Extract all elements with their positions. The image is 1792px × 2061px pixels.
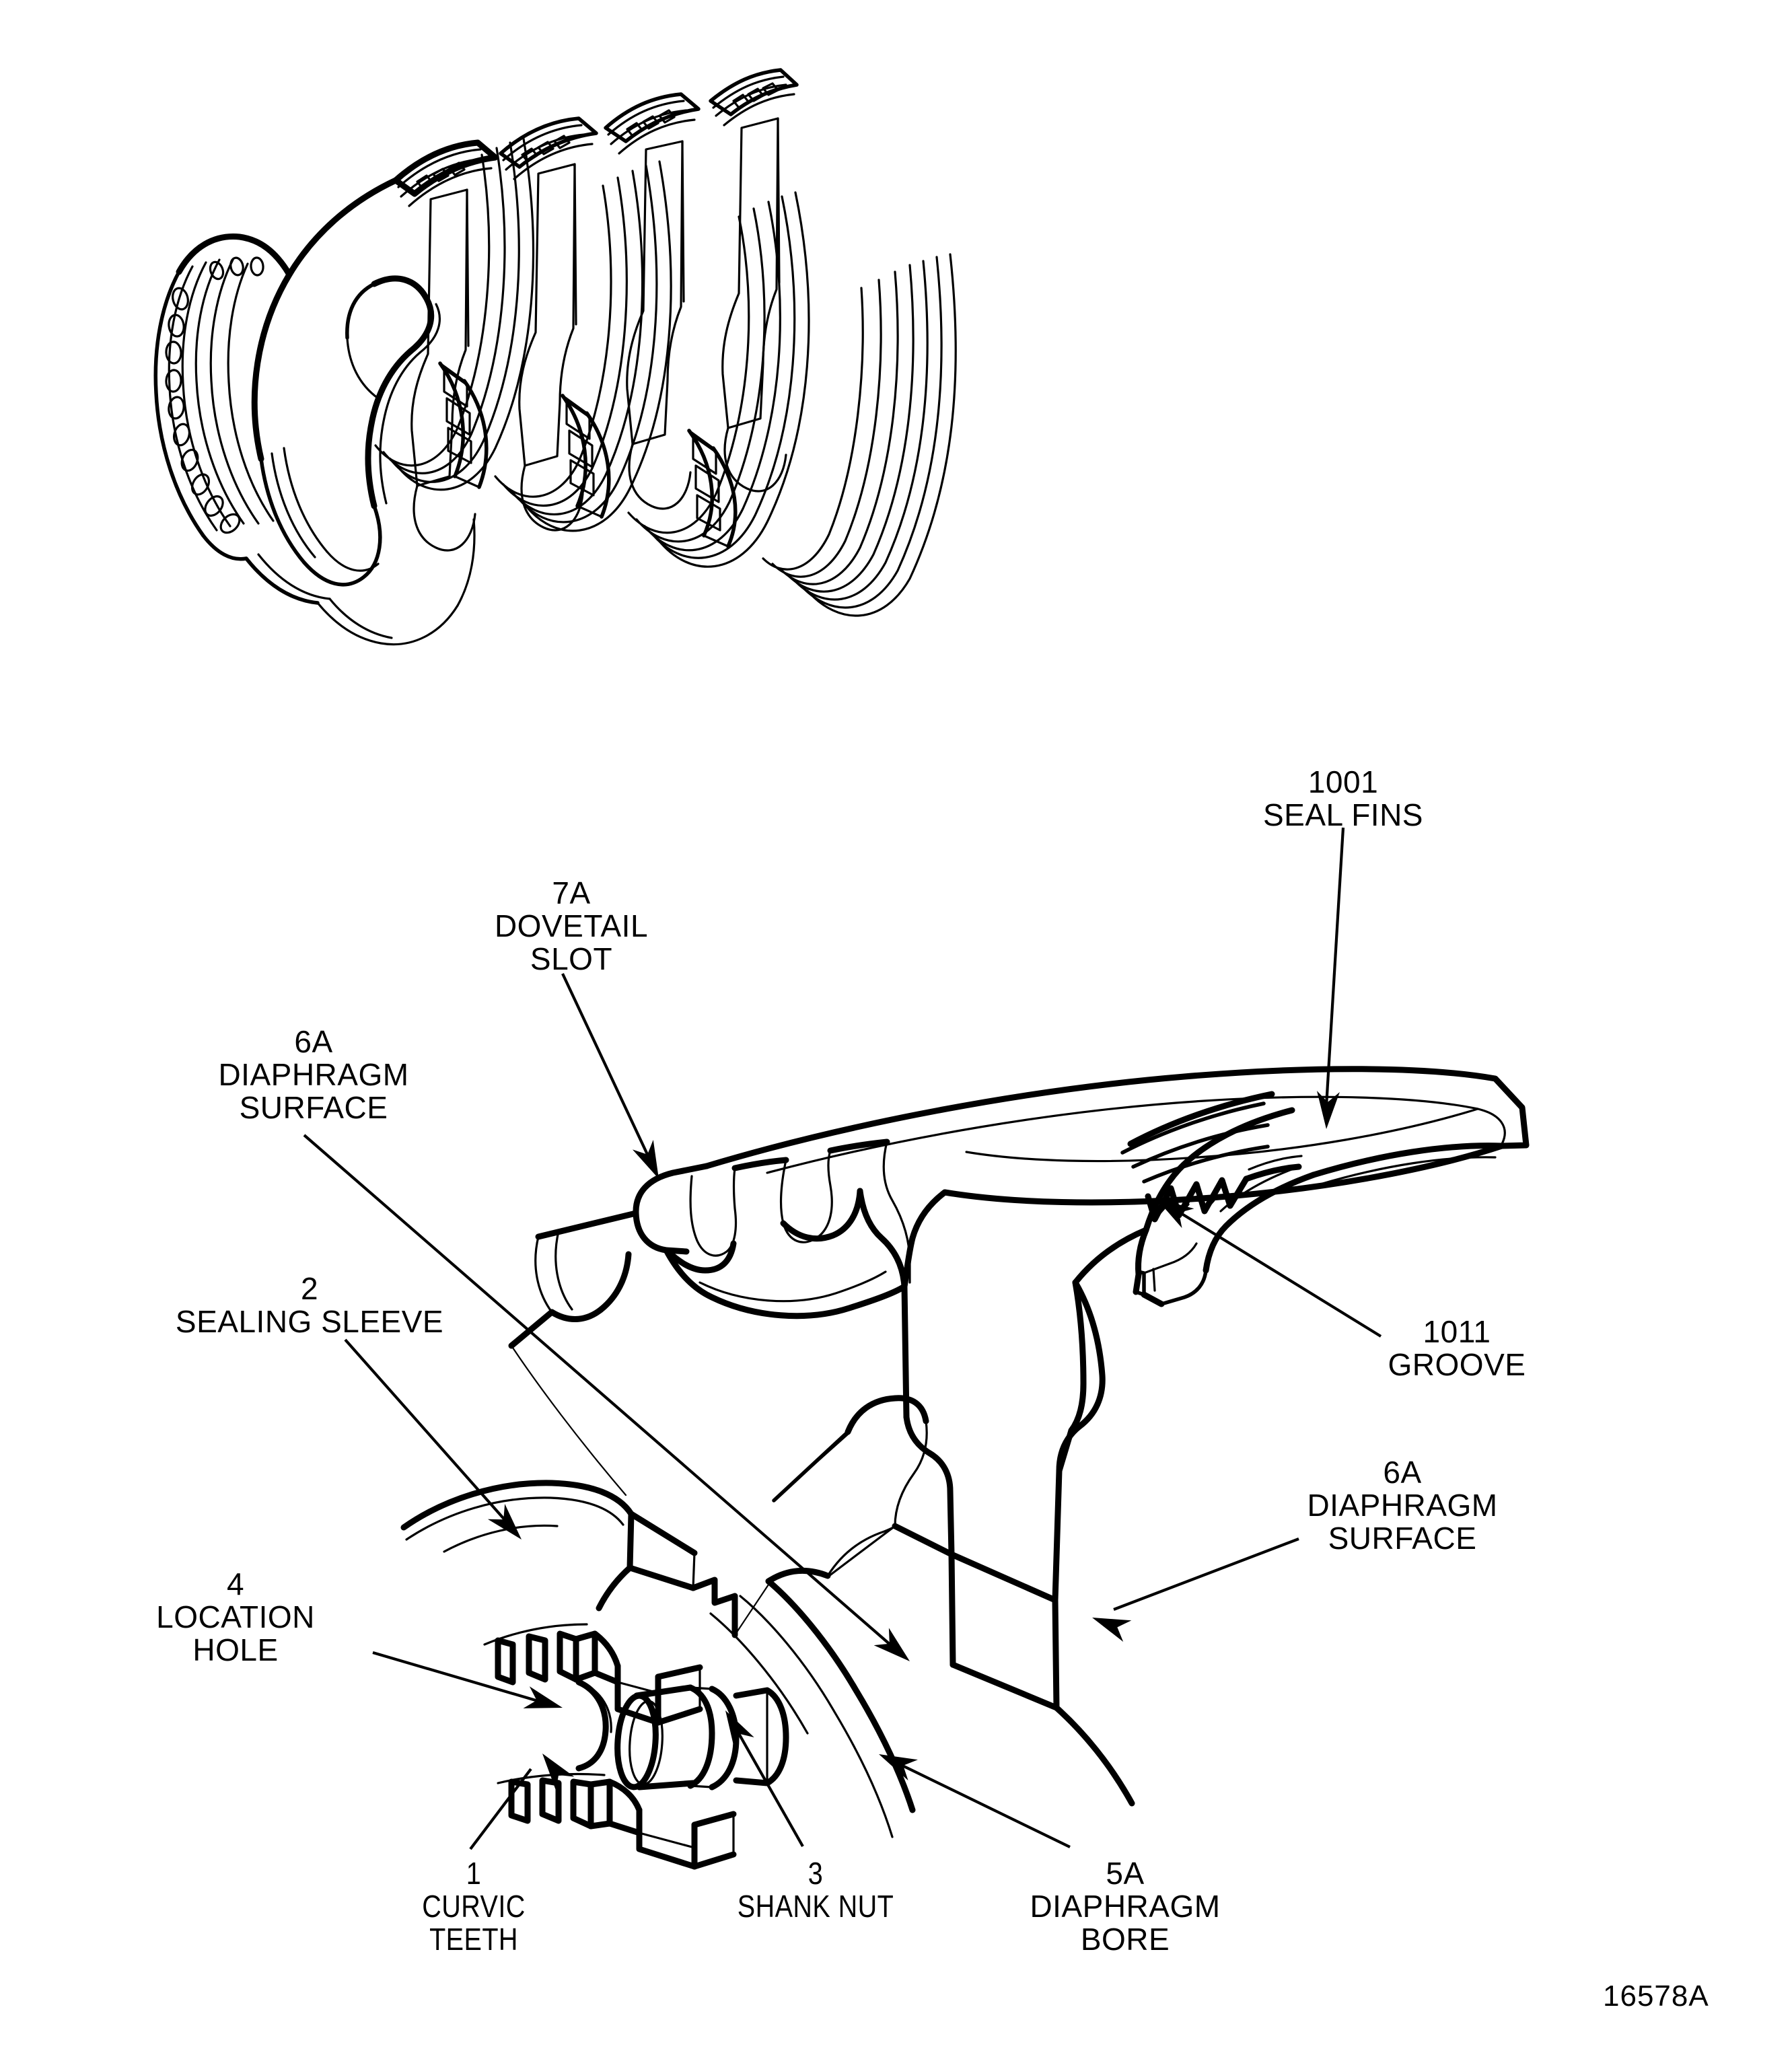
leader-arrowhead-shank_nut <box>725 1710 754 1749</box>
diaphragm-bore-flank <box>709 1551 1135 1838</box>
rotor-drum-outline <box>316 282 476 646</box>
callout-text-curvic_teeth: TEETH <box>429 1921 518 1957</box>
callout-text-seal_fins: SEAL FINS <box>1263 797 1423 832</box>
platform-underside <box>1310 1143 1505 1186</box>
leader-arrowhead-diaphragm_surface_left <box>873 1628 910 1661</box>
callout-text-dovetail_slot: DOVETAIL <box>494 908 649 943</box>
web-right-flank <box>1056 1279 1087 1474</box>
disk-webs <box>410 117 787 552</box>
callout-text-diaphragm_surface_right: SURFACE <box>1328 1520 1477 1556</box>
leader-arrowhead-diaphragm_bore <box>879 1754 918 1781</box>
leader-line-diaphragm_surface_left <box>303 1134 893 1647</box>
callout-text-dovetail_slot: SLOT <box>530 941 613 976</box>
callout-leaders <box>303 827 1382 1850</box>
leader-arrowhead-diaphragm_surface_right <box>1092 1618 1132 1642</box>
callout-text-location_hole: LOCATION <box>156 1599 315 1634</box>
curvic-teeth-upper <box>483 1623 703 1772</box>
leader-line-groove <box>1173 1208 1382 1338</box>
leader-line-diaphragm_bore <box>899 1763 1071 1848</box>
callout-number-groove: 1011 <box>1423 1314 1491 1349</box>
callout-number-diaphragm_surface_right: 6A <box>1383 1455 1422 1490</box>
leader-line-seal_fins <box>1324 827 1345 1107</box>
callout-text-sealing_sleeve: SEALING SLEEVE <box>175 1303 444 1339</box>
callout-number-sealing_sleeve: 2 <box>300 1271 319 1306</box>
dovetail-rim <box>633 1138 948 1319</box>
sealing-sleeve <box>400 1480 738 1638</box>
disk-web <box>765 1227 1149 1603</box>
callout-text-curvic_teeth: CURVIC <box>422 1888 526 1924</box>
callout-number-seal_fins: 1001 <box>1307 764 1379 799</box>
callout-text-diaphragm_surface_left: SURFACE <box>239 1089 388 1125</box>
leader-line-location_hole <box>372 1651 541 1704</box>
leader-arrowhead-groove <box>1156 1198 1194 1229</box>
disk-blade-rings <box>438 361 738 548</box>
callout-number-dovetail_slot: 7A <box>552 875 591 910</box>
seal-fins <box>1120 1091 1303 1233</box>
leader-arrowhead-dovetail_slot <box>632 1140 659 1179</box>
callout-number-diaphragm_bore: 5A <box>1106 1856 1145 1891</box>
blade-root-serrations <box>392 68 799 207</box>
leader-line-sealing_sleeve <box>344 1338 508 1523</box>
section-construction-lines <box>510 1344 851 1636</box>
turbine-rotor-cutaway <box>153 68 957 646</box>
callout-number-shank_nut: 3 <box>808 1856 824 1891</box>
groove <box>1133 1165 1317 1307</box>
callout-text-location_hole: HOLE <box>192 1632 279 1667</box>
callout-text-groove: GROOVE <box>1388 1346 1526 1382</box>
leader-arrowhead-location_hole <box>523 1686 563 1708</box>
rim-left-flange <box>508 1210 639 1349</box>
callout-number-curvic_teeth: 1 <box>466 1856 482 1891</box>
callout-text-shank_nut: SHANK NUT <box>737 1888 894 1924</box>
leader-arrowhead-seal_fins <box>1316 1091 1340 1129</box>
leader-line-dovetail_slot <box>561 973 651 1159</box>
callout-text-diaphragm_surface_left: DIAPHRAGM <box>218 1056 409 1092</box>
callout-text-diaphragm_bore: BORE <box>1080 1921 1170 1957</box>
leader-arrowhead-curvic_teeth <box>542 1753 575 1791</box>
callout-number-diaphragm_surface_left: 6A <box>294 1024 333 1059</box>
leader-line-curvic_teeth <box>469 1768 532 1850</box>
front-bearing-rings <box>153 177 441 605</box>
leader-line-diaphragm_surface_right <box>1113 1538 1299 1611</box>
leader-line-shank_nut <box>733 1725 804 1848</box>
leader-arrowhead-sealing_sleeve <box>487 1504 522 1540</box>
curvic-teeth-lower <box>497 1772 737 1870</box>
callout-text-diaphragm_surface_right: DIAPHRAGM <box>1307 1487 1498 1523</box>
callout-text-diaphragm_bore: DIAPHRAGM <box>1030 1888 1221 1924</box>
figure-id: 16578A <box>1603 1980 1709 2013</box>
callout-number-location_hole: 4 <box>226 1566 245 1601</box>
rotor-section-detail <box>400 1066 1530 1870</box>
